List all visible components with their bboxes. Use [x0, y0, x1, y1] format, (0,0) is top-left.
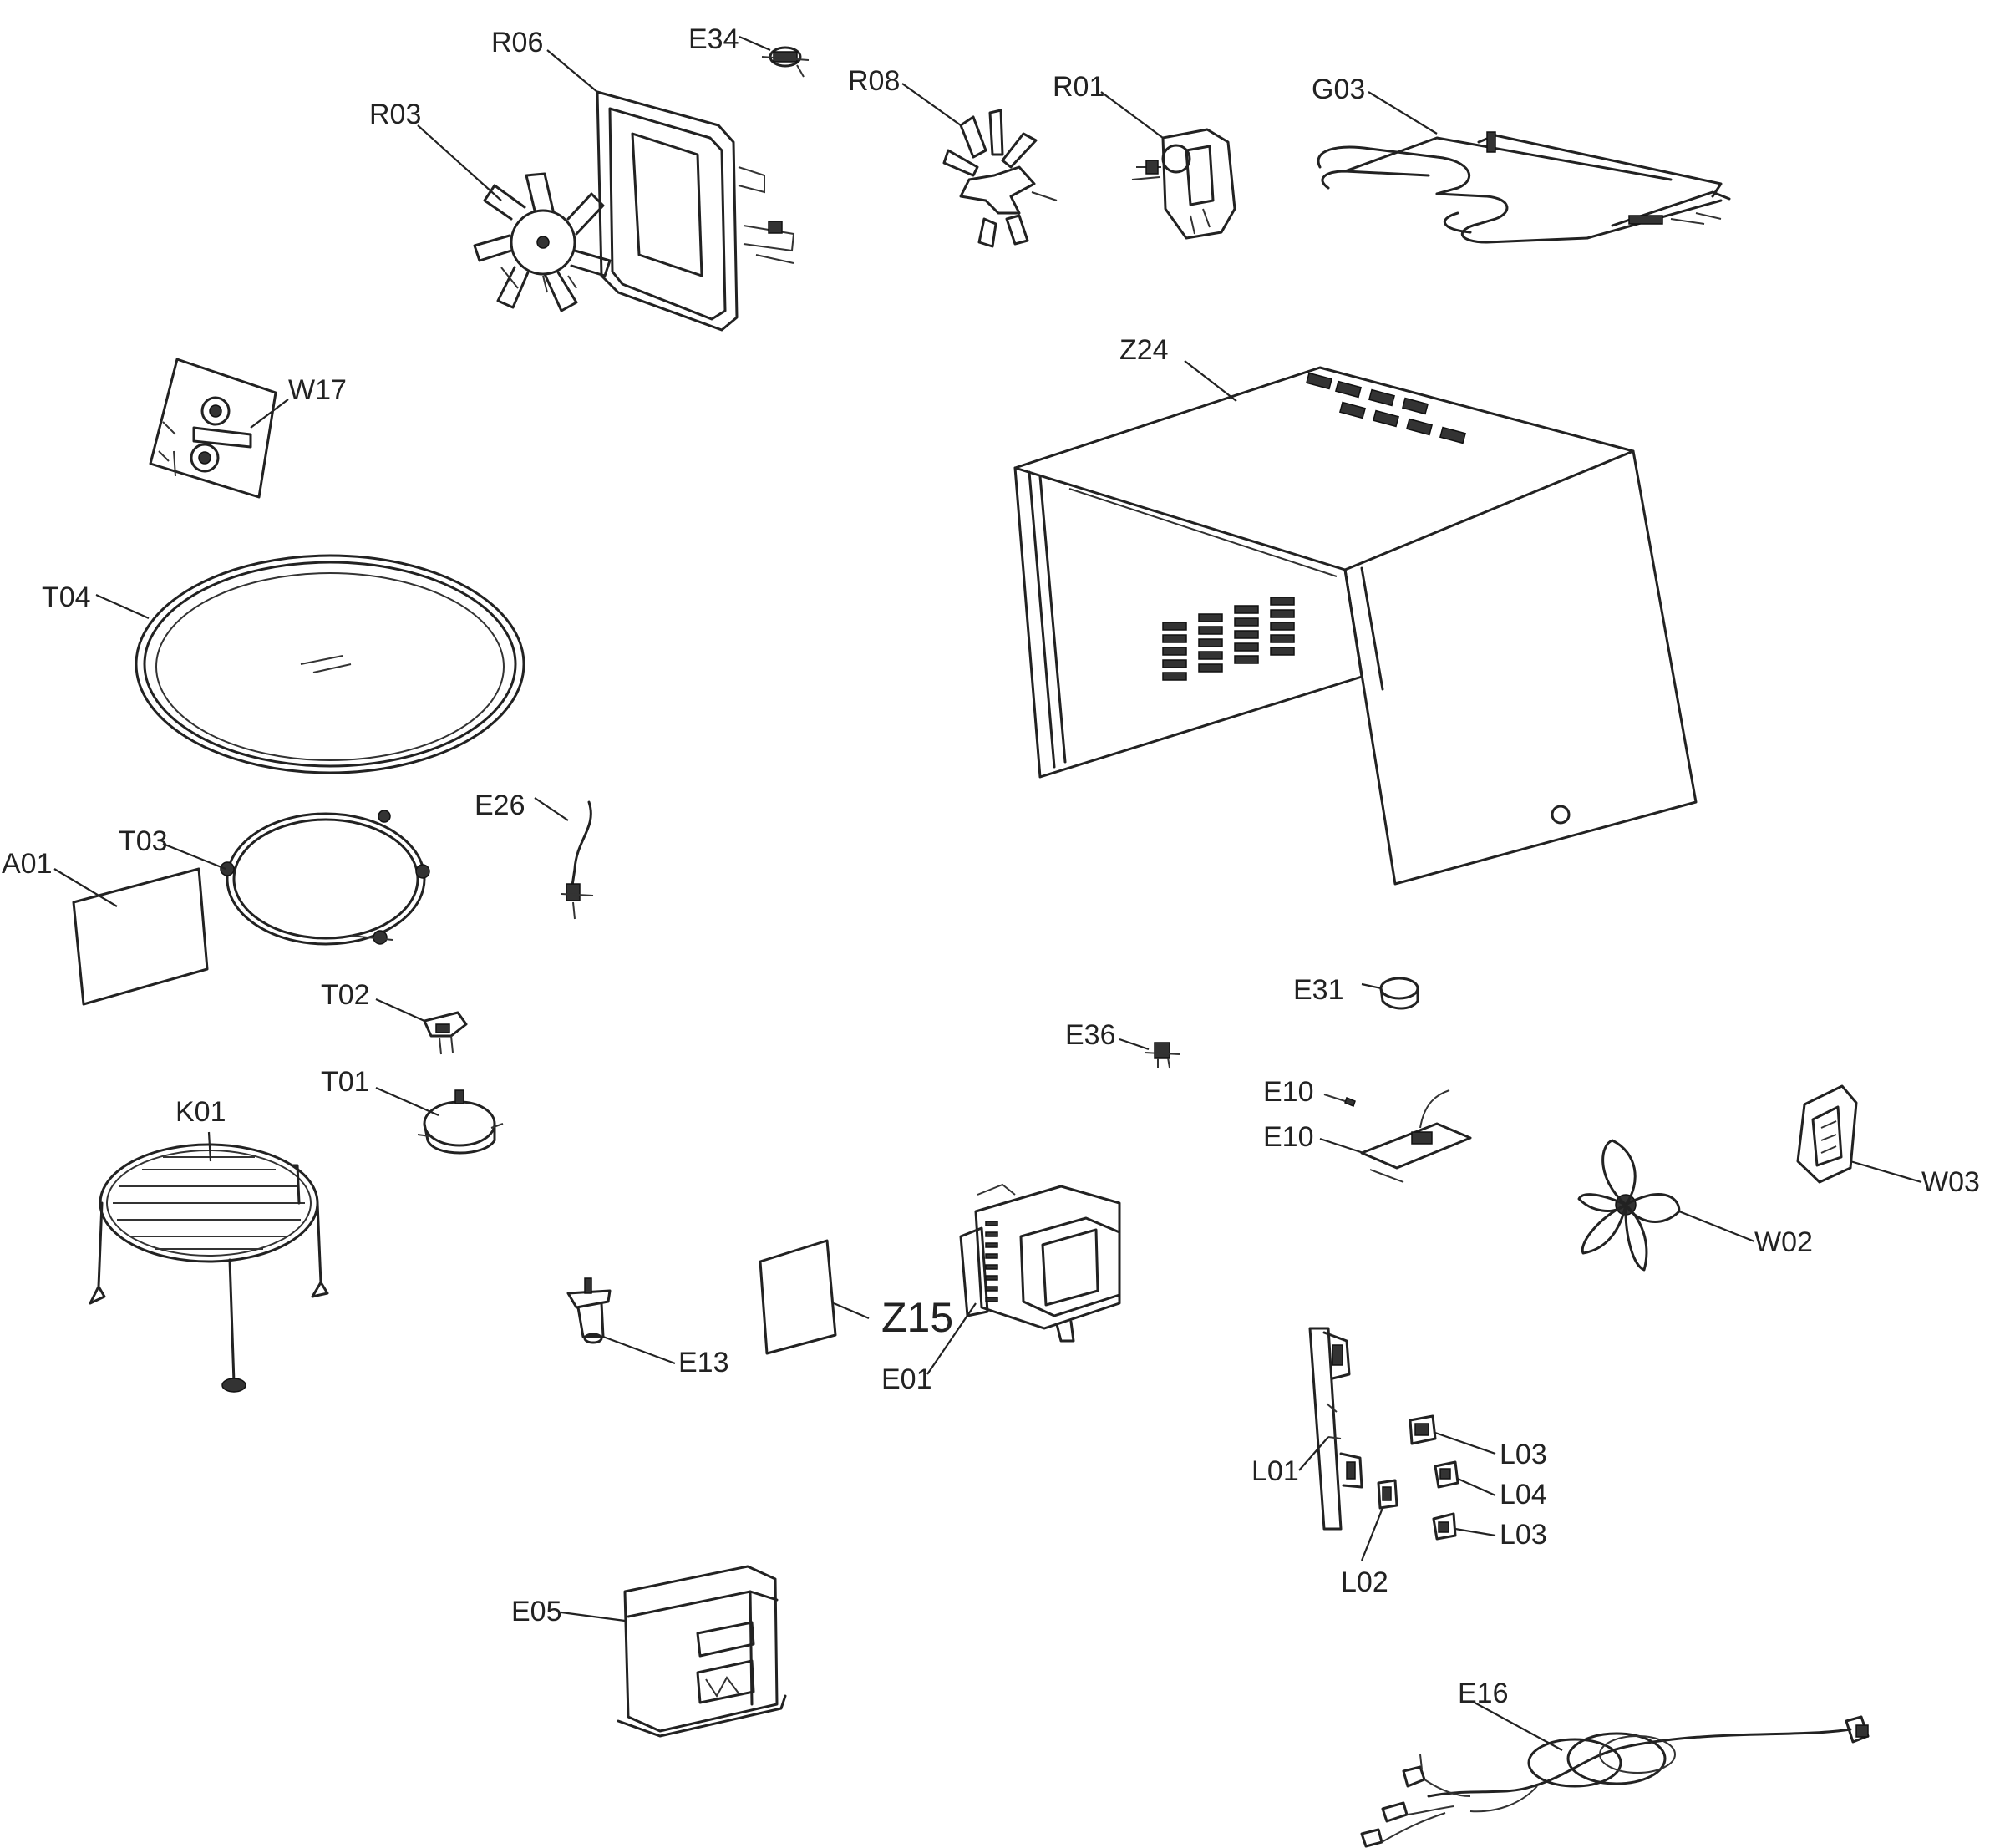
r01-motor: [1131, 128, 1236, 240]
label-e10-upper: E10: [1263, 1076, 1314, 1108]
label-e26: E26: [475, 789, 525, 821]
label-e34: E34: [688, 23, 739, 55]
l01-interlock-bracket: [1308, 1327, 1363, 1531]
e10-control-board: [1323, 1089, 1472, 1183]
t02-coupler: [423, 1011, 468, 1055]
w02-fan-blade: [1577, 1139, 1681, 1272]
leader-lines: [53, 35, 1922, 1751]
label-a01: A01: [2, 848, 53, 880]
label-t03: T03: [119, 825, 168, 857]
w17-door-latch: [149, 358, 277, 499]
label-t04: T04: [42, 581, 91, 613]
label-k01: K01: [175, 1096, 226, 1128]
t04-glass-turntable: [135, 554, 525, 774]
label-r06: R06: [491, 27, 543, 58]
w03-fan-motor: [1796, 1084, 1858, 1184]
label-l01: L01: [1251, 1455, 1299, 1487]
label-t01: T01: [321, 1066, 370, 1098]
label-l02: L02: [1341, 1566, 1388, 1598]
label-l03-upper: L03: [1500, 1439, 1547, 1470]
label-w03: W03: [1921, 1166, 1980, 1198]
a01-manual-sheet: [72, 867, 209, 1006]
r06-door-frame: [596, 90, 795, 332]
label-l03-lower: L03: [1500, 1519, 1547, 1551]
e16-power-cord: [1360, 1715, 1870, 1848]
label-e05: E05: [511, 1596, 562, 1627]
label-t02: T02: [321, 979, 370, 1011]
label-e13: E13: [678, 1347, 729, 1378]
e36-switch: [1144, 1042, 1180, 1069]
e01-magnetron: [959, 1183, 1121, 1343]
label-r08: R08: [848, 65, 900, 97]
l03-switch-lower: [1432, 1512, 1457, 1541]
t03-roller-ring: [220, 810, 430, 946]
label-e01: E01: [881, 1363, 932, 1395]
label-e10-lower: E10: [1263, 1121, 1314, 1153]
label-z15: Z15: [881, 1294, 953, 1341]
r03-fan-blade: [473, 172, 612, 312]
part-labels: R06 E34 R08 R01 G03 R03 W17 Z24 T04 E26 …: [2, 23, 1980, 1709]
z24-outer-cabinet: [1013, 366, 1698, 886]
label-r03: R03: [369, 99, 421, 130]
label-e36: E36: [1065, 1019, 1116, 1051]
g03-heating-element: [1317, 131, 1731, 244]
e31-thermal-cutout: [1379, 977, 1419, 1010]
l04-switch: [1434, 1460, 1459, 1489]
e13-lamp-socket: [566, 1277, 612, 1344]
label-r01: R01: [1053, 71, 1104, 103]
label-l04: L04: [1500, 1479, 1547, 1510]
label-e31: E31: [1293, 974, 1344, 1006]
label-e16: E16: [1458, 1678, 1509, 1709]
t01-turntable-motor: [417, 1089, 504, 1155]
label-w17: W17: [288, 374, 347, 406]
l03-switch-upper: [1409, 1414, 1437, 1445]
z15-mica-sheet: [759, 1239, 837, 1355]
e26-sensor: [561, 800, 594, 920]
l02-switch: [1377, 1479, 1398, 1510]
r08-fan-blade: [942, 109, 1058, 248]
label-w02: W02: [1754, 1226, 1813, 1258]
e05-transformer: [617, 1565, 787, 1738]
k01-metal-rack: [89, 1143, 329, 1393]
e34-thermostat: [761, 46, 810, 78]
label-z24: Z24: [1119, 334, 1169, 366]
label-g03: G03: [1312, 74, 1365, 105]
